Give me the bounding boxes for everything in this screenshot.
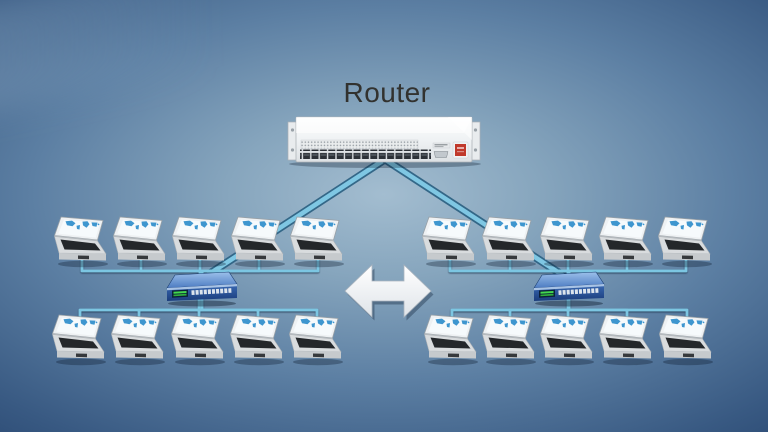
- laptop-icon: [54, 216, 109, 268]
- uplink-cable-left: [199, 156, 388, 282]
- laptop-icon: [290, 216, 345, 268]
- router-icon: [287, 116, 481, 168]
- laptop-icon: [599, 314, 654, 366]
- laptop-icon: [422, 216, 477, 268]
- laptop-icon: [482, 314, 537, 366]
- laptop-icon: [659, 314, 714, 366]
- laptop-icon: [424, 314, 479, 366]
- bidirectional-arrow-icon: [344, 264, 434, 321]
- laptop-icon: [658, 216, 713, 268]
- laptop-icon: [540, 216, 595, 268]
- laptop-icon: [289, 314, 344, 366]
- laptop-icon: [172, 216, 227, 268]
- laptop-icon: [111, 314, 166, 366]
- switch-icon-right: [533, 271, 605, 307]
- laptop-icon: [540, 314, 595, 366]
- router-label: Router: [343, 77, 430, 108]
- laptop-icon: [52, 314, 107, 366]
- laptop-icon: [231, 216, 286, 268]
- uplink-cable-right: [382, 156, 571, 282]
- switch-icon-left: [166, 271, 238, 307]
- laptop-icon: [230, 314, 285, 366]
- laptop-icon: [113, 216, 168, 268]
- laptop-icon: [482, 216, 537, 268]
- laptop-icon: [599, 216, 654, 268]
- laptop-icon: [171, 314, 226, 366]
